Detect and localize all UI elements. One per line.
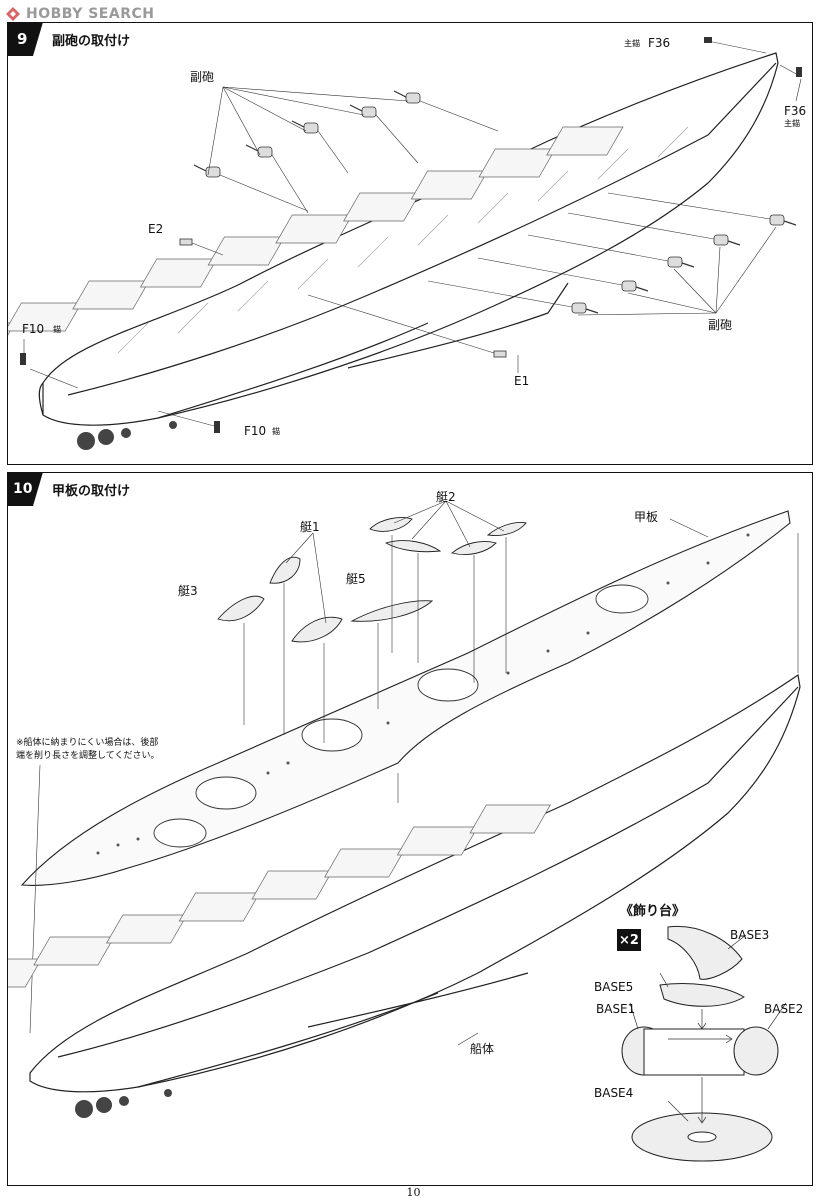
step-9-badge-icon bbox=[7, 22, 43, 56]
boat-5-label: 艇5 bbox=[346, 572, 366, 586]
fitting-note: ※船体に納まりにくい場合は、後部端を削り長さを調整してください。 bbox=[16, 738, 160, 761]
part-f36-top-sublabel: 主錨 bbox=[624, 39, 640, 48]
part-f10-bottom-label: F10 bbox=[244, 424, 267, 438]
part-f10-left-sublabel: 錨 bbox=[53, 325, 61, 334]
step-9-panel: 9 副砲の取付け bbox=[7, 22, 813, 465]
step-9-title: 副砲の取付け bbox=[52, 34, 131, 49]
step-9-number: 9 bbox=[17, 30, 28, 48]
part-base5-label: BASE5 bbox=[594, 980, 634, 994]
deck-label: 甲板 bbox=[634, 510, 659, 524]
watermark-text: HOBBY SEARCH bbox=[26, 6, 155, 22]
secondary-guns-label-top: 副砲 bbox=[190, 70, 215, 84]
step-10-panel: 10 甲板の取付け bbox=[7, 472, 813, 1186]
watermark: HOBBY SEARCH bbox=[4, 3, 154, 25]
step-10-badge-icon bbox=[7, 472, 43, 506]
boat-1-label: 艇1 bbox=[300, 520, 320, 534]
part-base4-label: BASE4 bbox=[594, 1086, 634, 1100]
boat-2-label: 艇2 bbox=[436, 490, 456, 504]
secondary-guns-label-right: 副砲 bbox=[708, 318, 733, 332]
step-10-deck-and-hull-illustration bbox=[8, 500, 801, 1162]
display-stand-title: 《飾り台》 bbox=[620, 904, 686, 919]
hull-label: 船体 bbox=[470, 1042, 495, 1056]
step-9-hull-illustration bbox=[8, 37, 802, 450]
step-10-title: 甲板の取付け bbox=[52, 484, 131, 499]
part-f36-right-label: F36 bbox=[784, 104, 807, 118]
boat-3-label: 艇3 bbox=[178, 584, 198, 598]
part-f10-bottom-sublabel: 錨 bbox=[272, 427, 280, 436]
part-base3-label: BASE3 bbox=[730, 928, 770, 942]
part-e1-label: E1 bbox=[514, 374, 530, 388]
part-f36-top-label: F36 bbox=[648, 36, 671, 50]
times-two-badge: ×2 bbox=[617, 929, 641, 951]
part-base2-label: BASE2 bbox=[764, 1002, 804, 1016]
part-base1-label: BASE1 bbox=[596, 1002, 636, 1016]
part-e2-label: E2 bbox=[148, 222, 164, 236]
hobby-search-logo-icon bbox=[6, 7, 20, 21]
page-number: 10 bbox=[406, 1186, 421, 1199]
part-f10-left-label: F10 bbox=[22, 322, 45, 336]
part-f36-right-sublabel: 主錨 bbox=[784, 119, 800, 128]
step-10-number: 10 bbox=[13, 481, 33, 497]
